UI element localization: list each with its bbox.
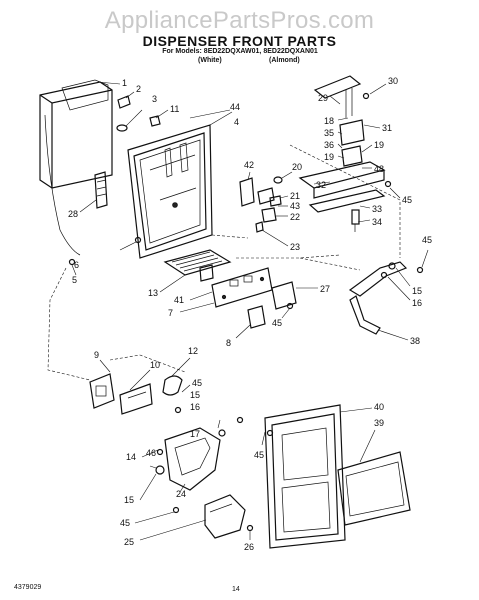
part-screws [68,236,294,437]
part-lever-arm [348,249,429,341]
callout-24: 24 [176,489,186,499]
callout-43: 43 [290,201,300,211]
callout-42: 42 [244,160,254,170]
callout-4: 4 [234,117,239,127]
callout-2: 2 [136,84,141,94]
callout-15a: 15 [412,286,422,296]
callout-7: 7 [168,308,173,318]
callout-34: 34 [372,217,382,227]
part-actuator-assembly [239,171,293,247]
callout-8: 8 [226,338,231,348]
callout-29: 29 [318,93,328,103]
callout-28: 28 [68,209,78,219]
callout-48: 48 [374,164,384,174]
callout-22: 22 [290,212,300,222]
color-almond-label: (Almond) [269,57,300,64]
callout-18: 18 [324,116,334,126]
callout-15c: 15 [124,495,134,505]
callout-11: 11 [170,104,179,114]
document-number: 4379029 [14,584,42,591]
page-number: 14 [232,586,240,593]
callout-20: 20 [292,162,302,172]
callout-1: 1 [122,78,127,88]
callout-45d: 45 [192,378,202,388]
part-water-guide [134,494,254,541]
callout-45b: 45 [402,195,412,205]
part-drip-grille [159,249,232,293]
callout-31: 31 [382,123,392,133]
callout-10: 10 [150,360,160,370]
callout-44: 44 [230,102,240,112]
callout-13: 13 [148,288,158,298]
callout-36: 36 [324,140,334,150]
part-duct-strip [79,171,108,213]
callout-41: 41 [174,295,184,305]
color-white-label: (White) [198,57,222,64]
assembly-guide-lines [47,144,401,381]
callout-26: 26 [244,542,254,552]
part-switch-cover [235,281,318,339]
callout-45f: 45 [120,518,130,528]
part-small-fittings [116,91,169,132]
callout-45c: 45 [422,235,432,245]
callout-9: 9 [94,350,99,360]
callout-21: 21 [290,191,300,201]
callout-30: 30 [388,76,398,86]
callout-25: 25 [124,537,134,547]
callout-19b: 19 [324,152,334,162]
callout-35: 35 [324,128,334,138]
callout-38: 38 [410,336,420,346]
part-top-rail [313,75,387,121]
site-watermark: AppliancePartsPros.com [104,7,375,34]
callout-14: 14 [126,452,136,462]
callout-6: 6 [74,260,79,270]
model-numbers: For Models: 8ED22DQXAW01, 8ED22DQXAN01 [162,48,318,55]
callout-33: 33 [372,204,382,214]
part-light-housing [89,357,191,415]
callout-23: 23 [290,242,300,252]
callout-15b: 15 [190,390,200,400]
callout-19a: 19 [374,140,384,150]
callout-16a: 16 [412,298,422,308]
part-front-door-panel [261,404,411,549]
callout-3: 3 [152,94,157,104]
callout-16b: 16 [190,402,200,412]
callout-45a: 45 [272,318,282,328]
callout-27: 27 [320,284,330,294]
page-title: DISPENSER FRONT PARTS [142,33,337,49]
callout-5: 5 [72,275,77,285]
callout-40: 40 [374,402,384,412]
callout-labels: 1 2 3 11 44 4 28 6 5 13 41 7 8 27 45 42 … [68,76,432,552]
callout-46: 46 [146,448,156,458]
callout-32: 32 [316,180,326,190]
callout-45e: 45 [254,450,264,460]
callout-17: 17 [190,429,200,439]
part-dispenser-frame [127,109,233,259]
part-solenoid-bracket [298,119,401,232]
part-paddle-bracket [139,416,244,501]
part-control-plate [179,267,273,313]
part-funnel-housing [39,79,121,256]
callout-12: 12 [188,346,198,356]
callout-39: 39 [374,418,384,428]
